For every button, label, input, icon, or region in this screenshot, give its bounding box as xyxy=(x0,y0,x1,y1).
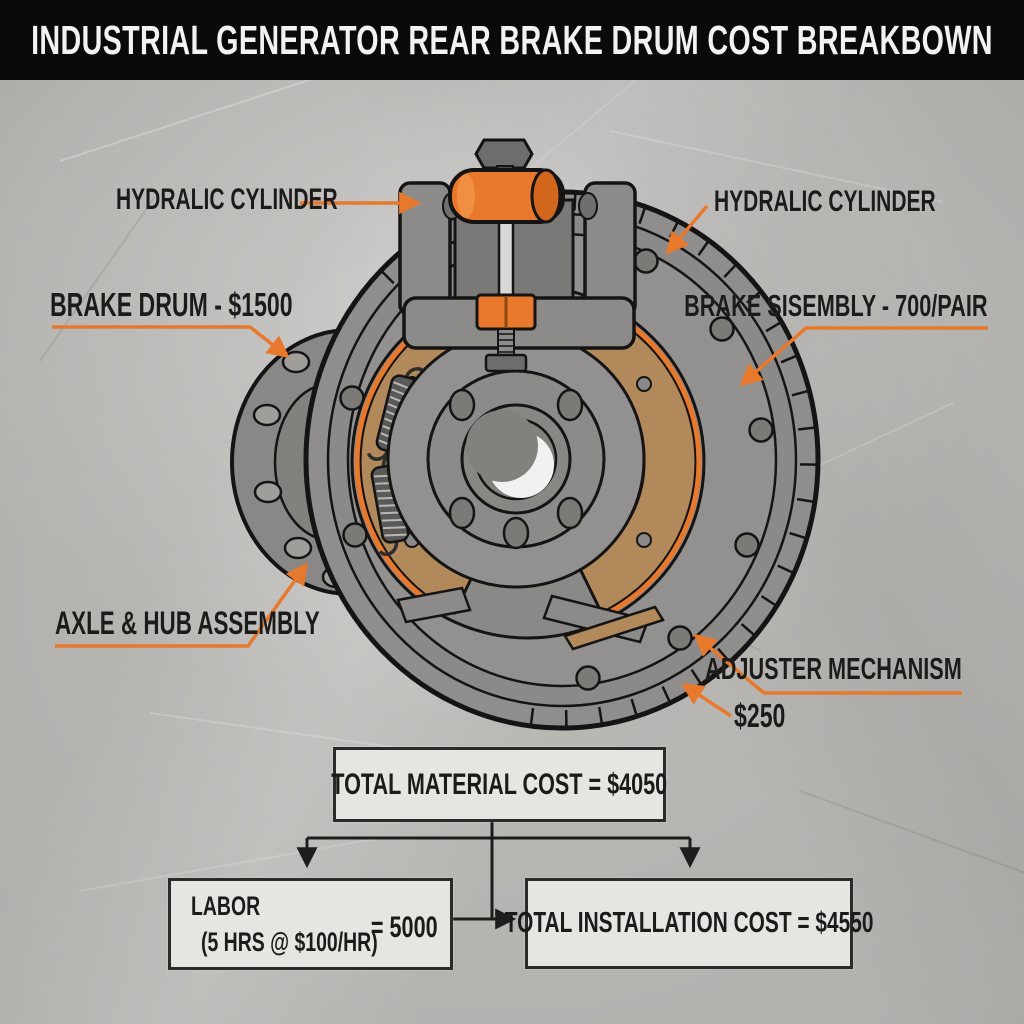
label-brake-assembly: BRAKE SISEMBLY - 700/PAIR xyxy=(684,288,988,323)
leader-price-250 xyxy=(681,683,732,718)
label-adjuster-mechanism: ADJUSTER MECHANISM xyxy=(705,651,962,686)
labor-detail: (5 HRS @ $100/HR) xyxy=(201,927,378,957)
label-hydraulic-cylinder-right: HYDRALIC CYLINDER xyxy=(714,185,936,218)
labor-value: = 5000 xyxy=(371,911,438,944)
hex-nut xyxy=(484,353,528,373)
coil-spring xyxy=(569,463,625,561)
label-hydraulic-cylinder-left: HYDRALIC CYLINDER xyxy=(116,183,338,216)
coil-spring xyxy=(575,363,619,469)
labor-title: LABOR xyxy=(191,891,261,921)
bore-highlight xyxy=(488,432,554,498)
hydraulic-cylinder-part xyxy=(398,138,637,373)
scratch-line xyxy=(59,67,346,162)
bore-shadow xyxy=(466,410,538,482)
axle-hub-flange-part xyxy=(230,328,470,596)
adjuster-nut xyxy=(475,293,537,331)
leader-hydraulic-right xyxy=(665,204,709,255)
return-springs-part xyxy=(366,363,625,561)
cylinder-body xyxy=(448,168,565,224)
adjuster-lever xyxy=(563,605,665,651)
hub-center-part xyxy=(386,329,646,589)
label-brake-drum: BRAKE DRUM - $1500 xyxy=(50,286,293,323)
label-adjuster-price: $250 xyxy=(734,697,786,734)
threaded-stud xyxy=(497,328,515,358)
label-axle-hub-assembly: AXLE & HUB ASSEMBLY xyxy=(55,605,320,641)
coil-spring xyxy=(366,367,428,461)
header-bar: INDUSTRIAL GENERATOR REAR BRAKE DRUM COS… xyxy=(0,0,1024,80)
leader-brake-drum xyxy=(52,325,290,359)
labor-cost-box: LABOR (5 HRS @ $100/HR) = 5000 xyxy=(168,878,453,970)
anchor-block xyxy=(542,594,650,644)
leader-brake-assembly xyxy=(739,326,988,387)
material-cost-box: TOTAL MATERIAL COST = $4050 xyxy=(332,747,667,822)
bleeder-bolt xyxy=(474,138,534,170)
page-title: INDUSTRIAL GENERATOR REAR BRAKE DRUM COS… xyxy=(31,16,993,63)
push-rod xyxy=(497,220,515,300)
brake-drum-part xyxy=(303,189,821,731)
scratch-line xyxy=(39,196,156,362)
installation-cost-box: TOTAL INSTALLATION COST = $4550 xyxy=(505,878,873,969)
scratch-line xyxy=(799,790,1024,881)
scratch-line xyxy=(699,401,955,522)
